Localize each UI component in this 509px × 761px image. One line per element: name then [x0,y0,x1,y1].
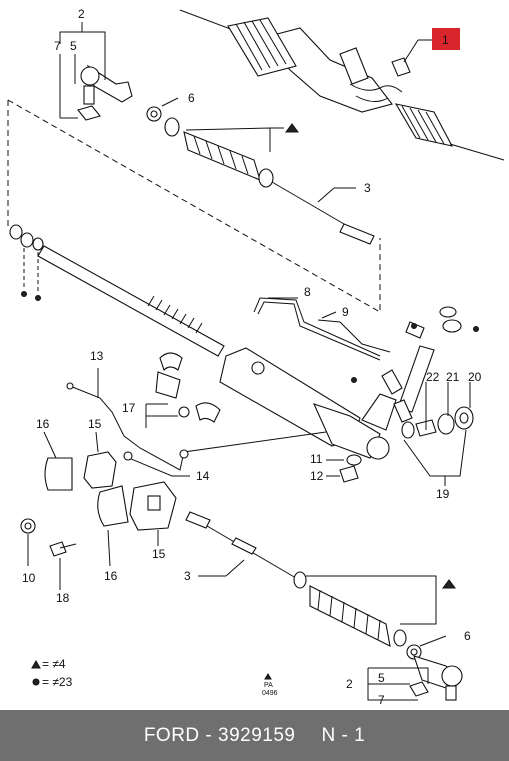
callout-6-bottom: 6 [464,629,471,643]
callout-16-b: 16 [104,569,118,583]
footer-separator: - [205,724,213,746]
tie-rod-end-top [77,64,133,121]
callout-1: 1 [442,33,449,47]
callout-15-a: 15 [88,417,102,431]
callout-2-bottom: 2 [346,677,353,691]
callout-11: 11 [310,452,323,466]
callout-3-top: 3 [364,181,371,195]
footer-page-ref: N - 1 [321,724,366,746]
triangle-marker-top [285,123,299,133]
callout-18: 18 [56,591,70,605]
callout-8: 8 [304,285,311,299]
footer-part-number: 3929159 [218,724,296,746]
steering-rack-assembly [179,9,505,161]
dashed-group-outline [7,99,381,313]
callout-5-top: 5 [70,39,77,53]
callout-1-highlight [432,28,460,50]
legend-triangle-text: = ≠4 [42,657,66,671]
stamp-line1: PA [264,682,273,689]
callout-19: 19 [436,487,450,501]
callout-2-top: 2 [78,7,85,21]
callout-7-top: 7 [54,39,61,53]
callout-7-bottom: 7 [378,693,385,707]
callout-5-bottom: 5 [378,671,385,685]
stamp-line2: 0496 [262,690,278,697]
callout-6-top: 6 [188,91,195,105]
callout-17: 17 [122,401,136,415]
legend-dot-icon [32,678,40,686]
footer-brand: FORD [143,724,200,746]
callout-9: 9 [342,305,349,319]
callout-3-bottom: 3 [184,569,191,583]
callout-14: 14 [196,469,210,483]
stamp-arrow-icon [264,673,272,680]
footer-bar: FORD - 3929159 N - 1 [0,710,509,761]
callout-22: 22 [426,370,440,384]
callout-16-a: 16 [36,417,50,431]
triangle-marker-bottom [442,579,456,589]
legend-dot-text: = ≠23 [42,675,73,689]
callout-15-b: 15 [152,547,166,561]
callout-10: 10 [22,571,36,585]
callout-12: 12 [310,469,324,483]
legend-triangle-icon [31,659,41,669]
callout-13: 13 [90,349,104,363]
callout-21: 21 [446,370,460,384]
steering-rack-exploded-diagram: 1 2 7 5 6 3 [7,7,505,707]
callout-20: 20 [468,370,482,384]
